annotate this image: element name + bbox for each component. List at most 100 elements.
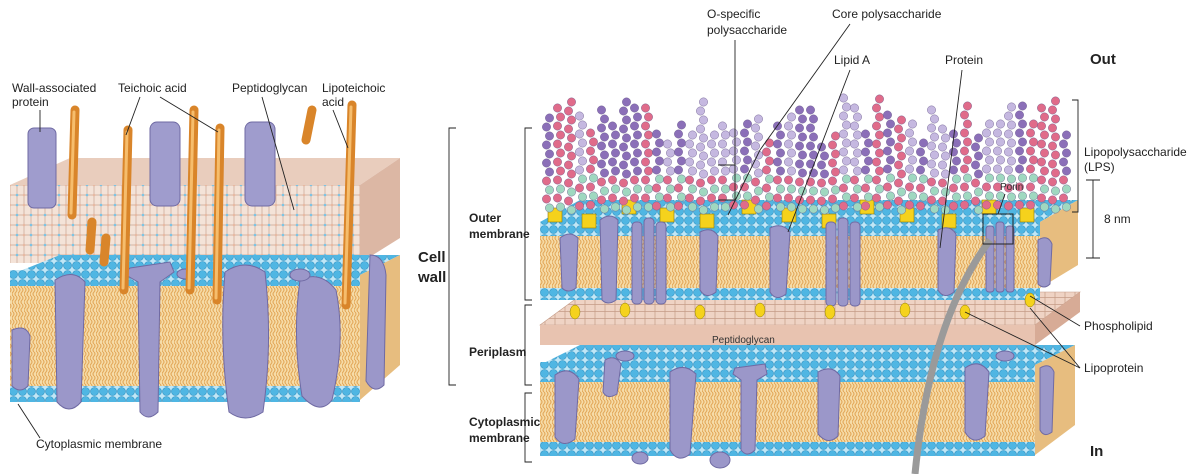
lps-sugar-bead [839,148,847,156]
svg-text:Periplasm: Periplasm [469,345,526,359]
lps-sugar-bead [567,152,575,160]
lps-sugar-bead [1026,183,1034,191]
lps-sugar-bead [743,156,751,164]
lps-sugar-bead [633,113,641,121]
lps-sugar-bead [633,167,641,175]
lps-sugar-bead [589,156,597,164]
lps-sugar-bead [1015,165,1023,173]
lps-sugar-bead [773,140,781,148]
svg-text:Phospholipid: Phospholipid [1084,319,1153,333]
lps-sugar-bead [853,149,861,157]
lps-sugar-bead [545,150,553,158]
lps-sugar-bead [842,193,850,201]
lps-sugar-bead [1051,151,1059,159]
wall-associated-protein-label: Wall-associated protein [12,81,96,132]
lps-sugar-bead [974,206,982,214]
lps-sugar-bead [674,148,682,156]
lps-sugar-bead [589,192,597,200]
lps-sugar-bead [831,204,839,212]
lps-sugar-bead [798,205,806,213]
lps-sugar-bead [718,140,726,148]
lps-sugar-bead [644,203,652,211]
svg-text:Peptidoglycan: Peptidoglycan [712,335,775,346]
gram-negative-envelope: O-specific polysaccharide Core polysacch… [417,7,1187,474]
lps-sugar-bead [996,138,1004,146]
thickness-scale: 8 nm [1086,180,1131,258]
lps-sugar-bead [564,125,572,133]
svg-text:In: In [1090,443,1103,460]
lps-sugar-bead [754,115,762,123]
lps-sugar-bead [622,134,630,142]
lps-sugar-bead [710,185,718,193]
outer-membrane-label: Outer membrane [469,128,532,300]
lps-sugar-bead [677,175,685,183]
lps-sugar-bead [1037,122,1045,130]
lps-sugar-bead [919,175,927,183]
lps-sugar-bead [762,166,770,174]
cell-wall-label: Cell wall [417,128,456,385]
lps-sugar-bead [732,156,740,164]
lps-sugar-bead [666,185,674,193]
lps-sugar-bead [1062,149,1070,157]
lps-sugar-bead [710,203,718,211]
svg-text:membrane: membrane [469,227,530,241]
lps-sugar-bead [1007,139,1015,147]
lps-sugar-bead [1062,203,1070,211]
lps-sugar-bead [699,134,707,142]
lps-sugar-bead [883,201,891,209]
lps-sugar-bead [688,203,696,211]
lps-sugar-bead [611,149,619,157]
lps-sugar-bead [677,157,685,165]
lps-sugar-bead [894,161,902,169]
lps-sugar-bead [795,178,803,186]
svg-text:Porin: Porin [1000,182,1023,193]
lps-sugar-bead [938,179,946,187]
lps-sugar-bead [875,203,883,211]
lps-sugar-bead [1051,205,1059,213]
lps-sugar-bead [864,157,872,165]
lps-sugar-bead [1051,97,1059,105]
lps-sugar-bead [949,202,957,210]
lps-sugar-bead [842,175,850,183]
lps-sugar-bead [982,129,990,137]
lps-sugar-bead [982,165,990,173]
lps-sugar-bead [567,170,575,178]
lps-sugar-bead [960,201,968,209]
lps-sugar-bead [611,203,619,211]
lps-sugar-bead [721,131,729,139]
lps-sugar-bead [721,149,729,157]
lps-sugar-bead [872,158,880,166]
lps-sugar-bead [952,193,960,201]
lps-sugar-bead [597,160,605,168]
lps-sugar-bead [740,165,748,173]
lps-sugar-bead [688,149,696,157]
lps-sugar-bead [773,194,781,202]
lps-sugar-bead [784,176,792,184]
lps-sugar-bead [600,115,608,123]
lps-sugar-bead [842,103,850,111]
lps-sugar-bead [927,124,935,132]
lps-sugar-bead [732,174,740,182]
lps-sugar-bead [666,203,674,211]
lps-sugar-bead [644,149,652,157]
lps-sugar-bead [542,141,550,149]
lps-sugar-bead [545,186,553,194]
lps-sugar-bead [762,148,770,156]
lps-sugar-bead [751,142,759,150]
lps-sugar-bead [707,158,715,166]
lps-sugar-bead [908,138,916,146]
lps-sugar-bead [850,158,858,166]
lps-sugar-bead [842,121,850,129]
lps-sugar-bead [1029,174,1037,182]
lps-sugar-bead [743,138,751,146]
lps-sugar-bead [732,192,740,200]
lps-sugar-bead [1037,104,1045,112]
lps-sugar-bead [949,166,957,174]
gram-positive-envelope: Wall-associated protein Teichoic acid Pe… [10,81,400,451]
lps-sugar-bead [919,157,927,165]
lps-sugar-bead [872,104,880,112]
lps-sugar-bead [564,107,572,115]
lps-sugar-bead [820,152,828,160]
lps-sugar-bead [960,147,968,155]
